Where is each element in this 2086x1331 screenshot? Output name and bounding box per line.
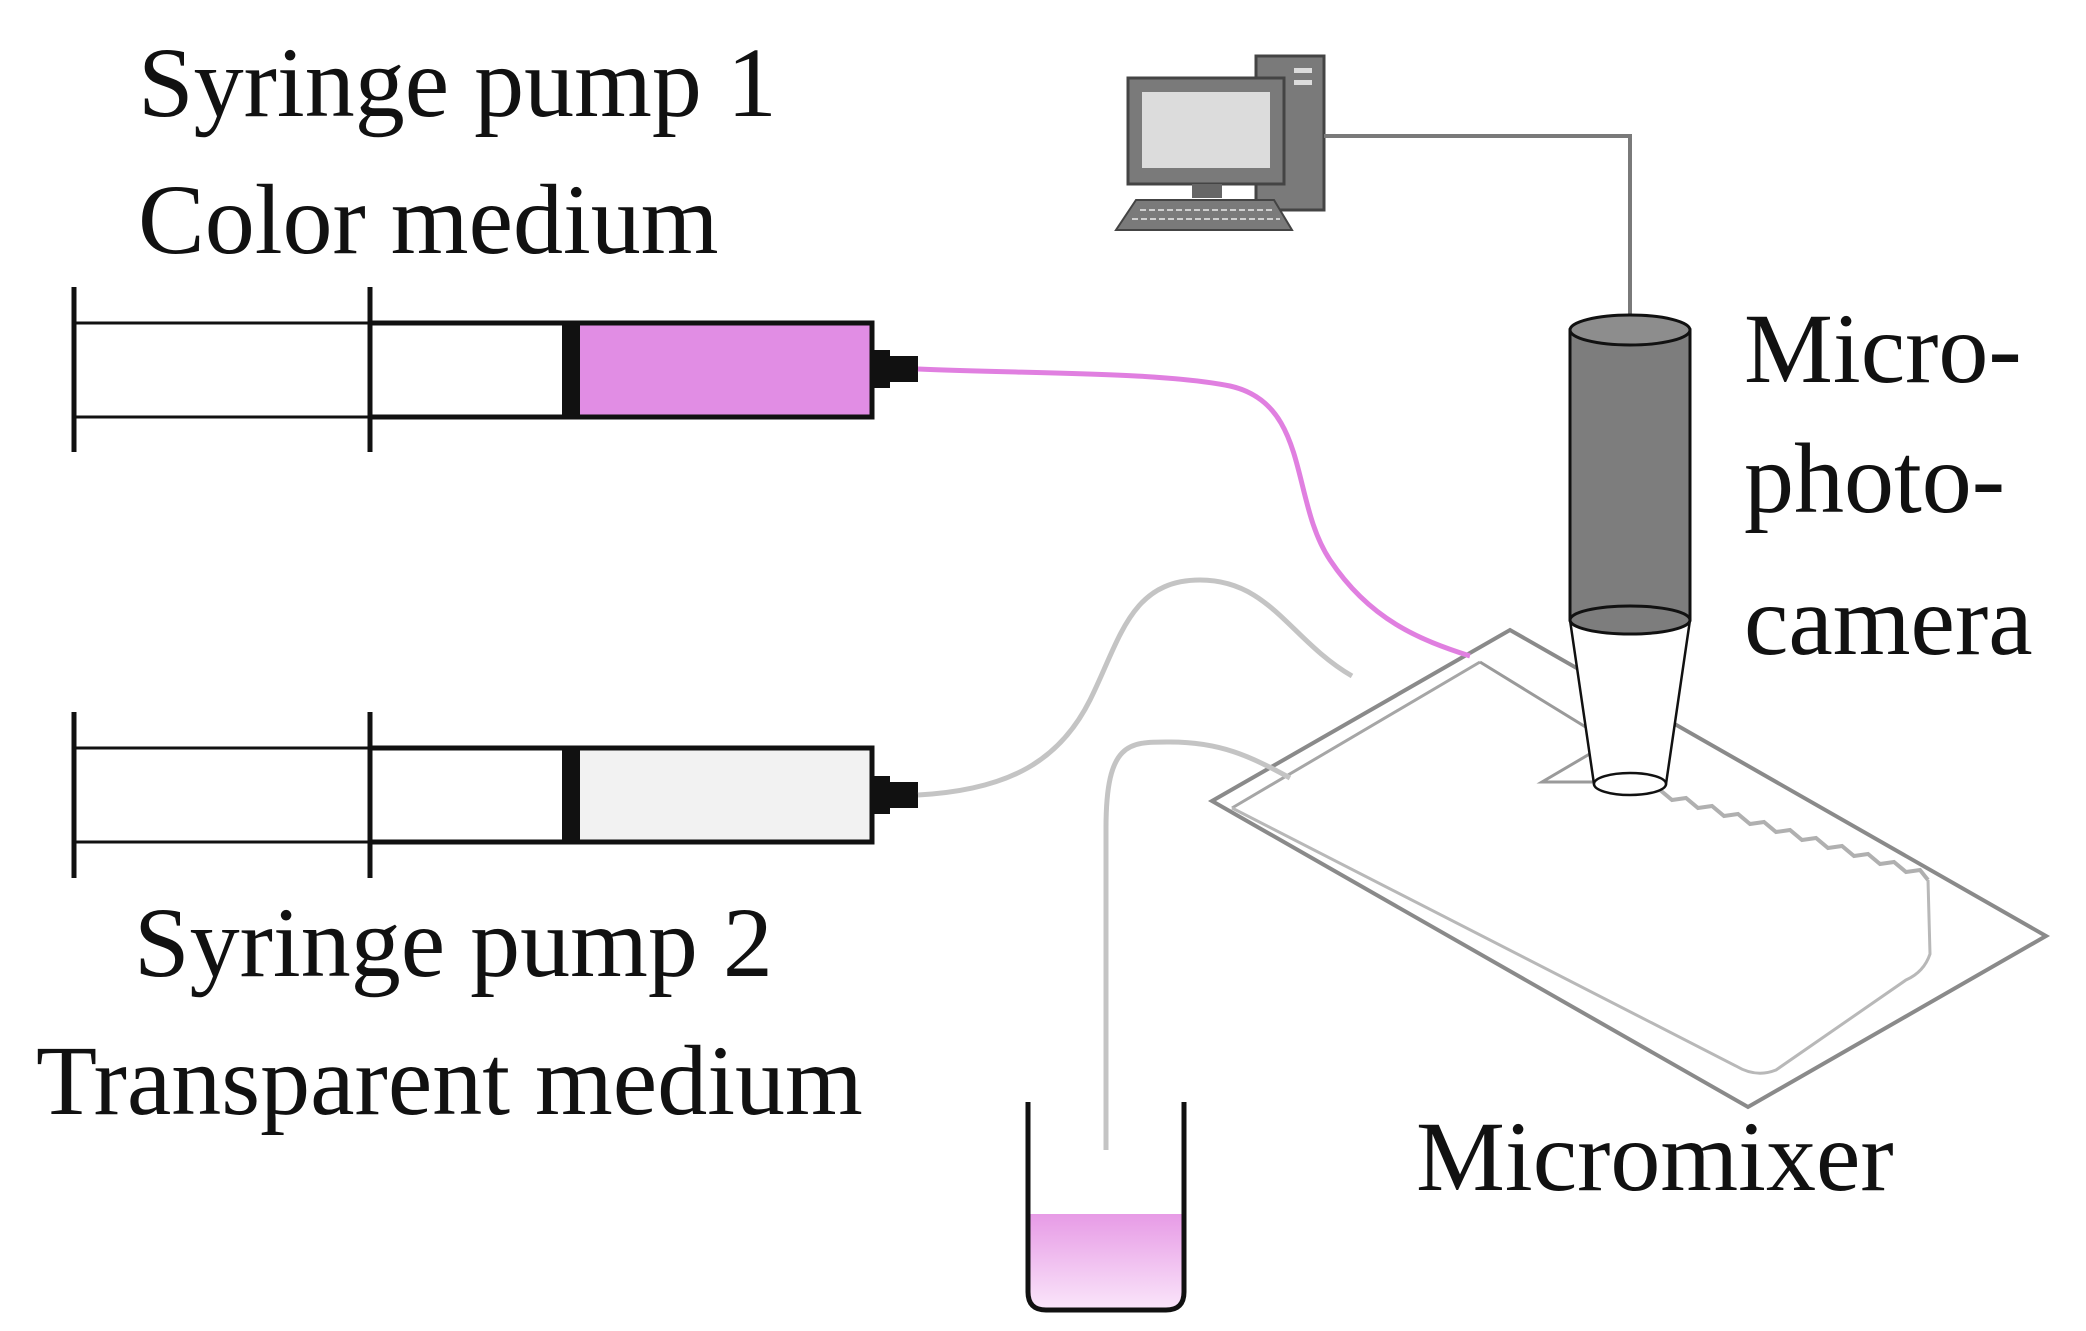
syringe-pump-2-label: Syringe pump 2	[134, 887, 773, 998]
micromixer-chip	[1207, 627, 2051, 1110]
color-medium-tube	[917, 366, 1471, 659]
syringe-pump-2	[71, 712, 918, 878]
outlet-tube	[1103, 739, 1292, 1150]
syringe-pump-1-label: Syringe pump 1	[138, 27, 777, 138]
color-medium-fill	[569, 320, 875, 420]
transparent-medium-tube	[917, 577, 1354, 798]
micromixer-label: Micromixer	[1416, 1101, 1894, 1212]
desktop-computer-icon	[1114, 54, 1326, 231]
collection-beaker-icon	[1025, 1102, 1187, 1313]
transparent-medium-fill	[569, 745, 875, 845]
microscope-camera-icon	[1568, 313, 1692, 797]
syringe-pump-1	[71, 287, 918, 452]
camera-label-line-2: photo-	[1744, 423, 2005, 534]
camera-label-line-3: camera	[1744, 565, 2033, 676]
color-medium-label: Color medium	[138, 164, 719, 275]
transparent-medium-label: Transparent medium	[36, 1025, 863, 1136]
camera-label-line-1: Micro-	[1744, 293, 2022, 404]
